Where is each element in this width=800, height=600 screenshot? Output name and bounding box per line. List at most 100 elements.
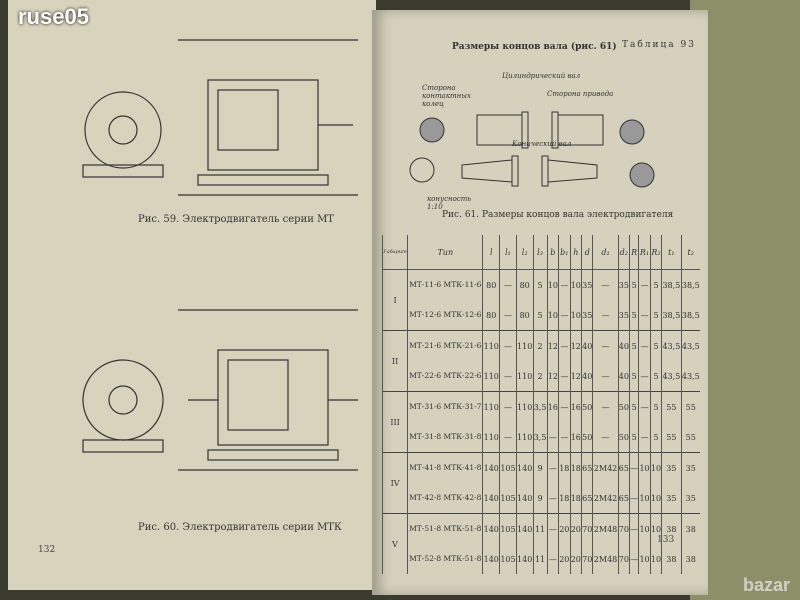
value-cell: 10 [649, 452, 662, 483]
value-cell: 18 [558, 483, 571, 514]
size-cell: V [381, 513, 408, 574]
value-cell: 11 [532, 513, 548, 544]
column-header: h [569, 235, 582, 270]
value-cell: 16 [569, 422, 582, 453]
value-cell: 55 [661, 422, 682, 453]
left-page: Рис. 59. Электродвигатель серии МТ Рис. … [8, 0, 376, 590]
fig61-label-taper: конусность 1:10 [427, 195, 472, 211]
value-cell: 2М42 [592, 483, 619, 514]
value-cell: — [638, 330, 651, 361]
value-cell: 12 [569, 361, 582, 392]
right-page: Размеры концов вала (рис. 61) Таблица 93… [372, 10, 708, 595]
size-cell: I [381, 269, 408, 331]
value-cell: 38,5 [680, 300, 700, 331]
column-header: R [629, 235, 639, 270]
type-cell: МТ-42-8 МТК-42-8 [407, 483, 483, 514]
value-cell: 35 [580, 269, 593, 300]
value-cell: — [592, 422, 619, 453]
value-cell: 5 [532, 269, 548, 300]
value-cell: 5 [649, 422, 662, 453]
value-cell: — [592, 330, 619, 361]
value-cell: 140 [515, 513, 534, 544]
value-cell: 10 [569, 300, 582, 331]
column-header: l₂ [515, 235, 534, 270]
value-cell: — [546, 544, 559, 574]
value-cell: 10 [546, 300, 559, 331]
value-cell: 5 [649, 391, 662, 422]
value-cell: 80 [515, 300, 534, 331]
value-cell: 2 [532, 330, 548, 361]
value-cell: 38,5 [680, 269, 700, 300]
value-cell: 38 [680, 513, 700, 544]
value-cell: 43,5 [661, 330, 682, 361]
value-cell: 16 [546, 391, 559, 422]
fig60-caption: Рис. 60. Электродвигатель серии МТК [138, 522, 342, 533]
watermark-bazar: bazar [742, 575, 790, 595]
value-cell: 20 [558, 513, 571, 544]
value-cell: 3,5 [532, 422, 548, 453]
value-cell: 70 [580, 544, 593, 574]
value-cell: 40 [617, 361, 630, 392]
value-cell: 18 [558, 452, 571, 483]
type-cell: МТ-31-6 МТК-31-7 [407, 391, 483, 422]
column-header: t₂ [680, 235, 700, 270]
value-cell: 35 [680, 483, 700, 514]
value-cell: 5 [649, 361, 662, 392]
value-cell: 50 [617, 391, 630, 422]
value-cell: 43,5 [680, 361, 700, 392]
value-cell: — [629, 544, 639, 574]
value-cell: 65 [580, 452, 593, 483]
value-cell: 18 [569, 452, 582, 483]
fig59-caption: Рис. 59. Электродвигатель серии МТ [138, 214, 334, 225]
value-cell: — [638, 300, 651, 331]
value-cell: 20 [569, 513, 582, 544]
value-cell: 110 [482, 330, 500, 361]
column-header: l [482, 235, 500, 270]
value-cell: 110 [515, 391, 534, 422]
column-header: t₁ [661, 235, 682, 270]
value-cell: 10 [546, 269, 559, 300]
value-cell: 70 [617, 544, 630, 574]
value-cell: 35 [617, 269, 630, 300]
value-cell: 10 [638, 452, 651, 483]
value-cell: 110 [515, 330, 534, 361]
value-cell: 40 [617, 330, 630, 361]
value-cell: 35 [580, 300, 593, 331]
value-cell: 50 [580, 391, 593, 422]
value-cell: — [558, 269, 571, 300]
value-cell: 10 [649, 483, 662, 514]
column-header: b₁ [558, 235, 571, 270]
fig61-caption: Рис. 61. Размеры концов вала электродвиг… [442, 210, 674, 220]
column-header: d [580, 235, 593, 270]
value-cell: 5 [629, 269, 639, 300]
type-cell: МТ-51-8 МТК-51-8 [407, 513, 483, 544]
value-cell: 43,5 [661, 361, 682, 392]
value-cell: 55 [661, 391, 682, 422]
value-cell: 70 [617, 513, 630, 544]
value-cell: 10 [569, 269, 582, 300]
value-cell: 40 [580, 361, 593, 392]
value-cell: 80 [482, 269, 500, 300]
value-cell: 55 [680, 422, 700, 453]
value-cell: 11 [532, 544, 548, 574]
value-cell: 12 [546, 361, 559, 392]
type-cell: МТ-21-6 МТК-21-6 [407, 330, 483, 361]
value-cell: 18 [569, 483, 582, 514]
value-cell: 140 [482, 483, 500, 514]
watermark: ruse05 [18, 4, 89, 29]
table-label: Таблица 93 [622, 40, 696, 50]
value-cell: 35 [680, 452, 700, 483]
value-cell: 43,5 [680, 330, 700, 361]
value-cell: — [592, 269, 619, 300]
type-cell: МТ-31-8 МТК-31-8 [407, 422, 483, 453]
value-cell: 20 [569, 544, 582, 574]
value-cell: — [499, 422, 517, 453]
value-cell: 12 [546, 330, 559, 361]
value-cell: 105 [499, 483, 517, 514]
value-cell: 5 [629, 391, 639, 422]
column-header: R₁ [638, 235, 651, 270]
column-header: d₁ [592, 235, 619, 270]
